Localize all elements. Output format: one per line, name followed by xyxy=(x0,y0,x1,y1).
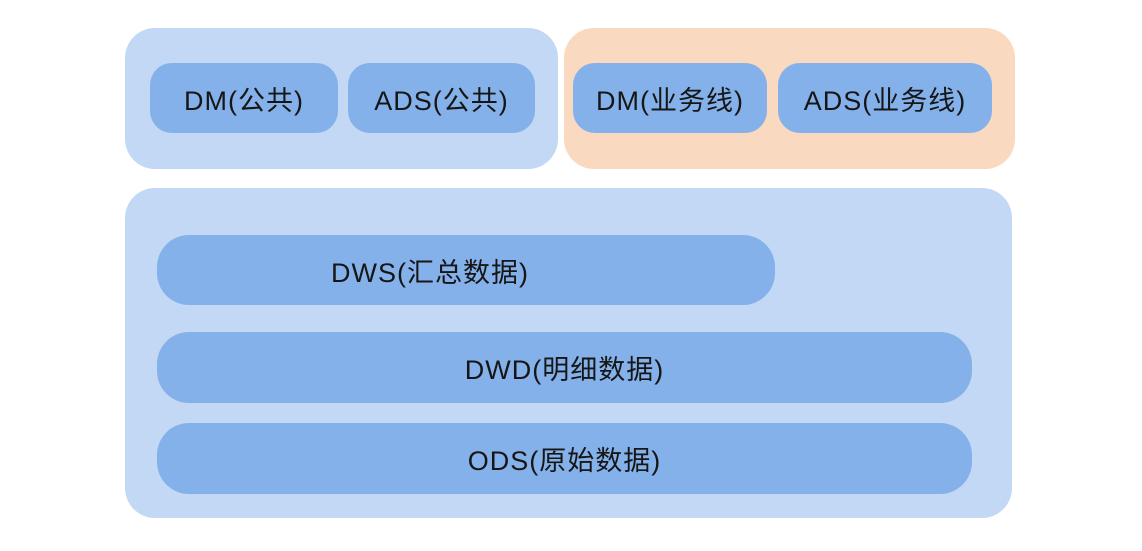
business-dm-ads-group: DM(业务线) ADS(业务线) xyxy=(564,28,1015,169)
node-ads-public: ADS(公共) xyxy=(348,63,535,133)
node-dm-public: DM(公共) xyxy=(150,63,338,133)
node-ads-business-label: ADS(业务线) xyxy=(803,85,967,116)
layer-ods: ODS(原始数据) xyxy=(157,423,972,494)
layer-dwd-label: DWD(明细数据) xyxy=(464,355,665,385)
node-ads-public-label: ADS(公共) xyxy=(374,85,509,116)
public-dm-ads-group: DM(公共) ADS(公共) xyxy=(125,28,558,169)
layer-dws: DWS(汇总数据) xyxy=(157,235,775,305)
node-dm-business: DM(业务线) xyxy=(573,63,767,133)
layer-dws-label: DWS(汇总数据) xyxy=(331,257,529,288)
warehouse-layers-group: DWS(汇总数据) DWD(明细数据) ODS(原始数据) xyxy=(125,188,1012,518)
layer-dwd: DWD(明细数据) xyxy=(157,332,972,403)
layer-ods-label: ODS(原始数据) xyxy=(467,446,662,476)
node-dm-business-label: DM(业务线) xyxy=(596,85,744,116)
node-dm-public-label: DM(公共) xyxy=(184,85,304,116)
node-ads-business: ADS(业务线) xyxy=(778,63,992,133)
